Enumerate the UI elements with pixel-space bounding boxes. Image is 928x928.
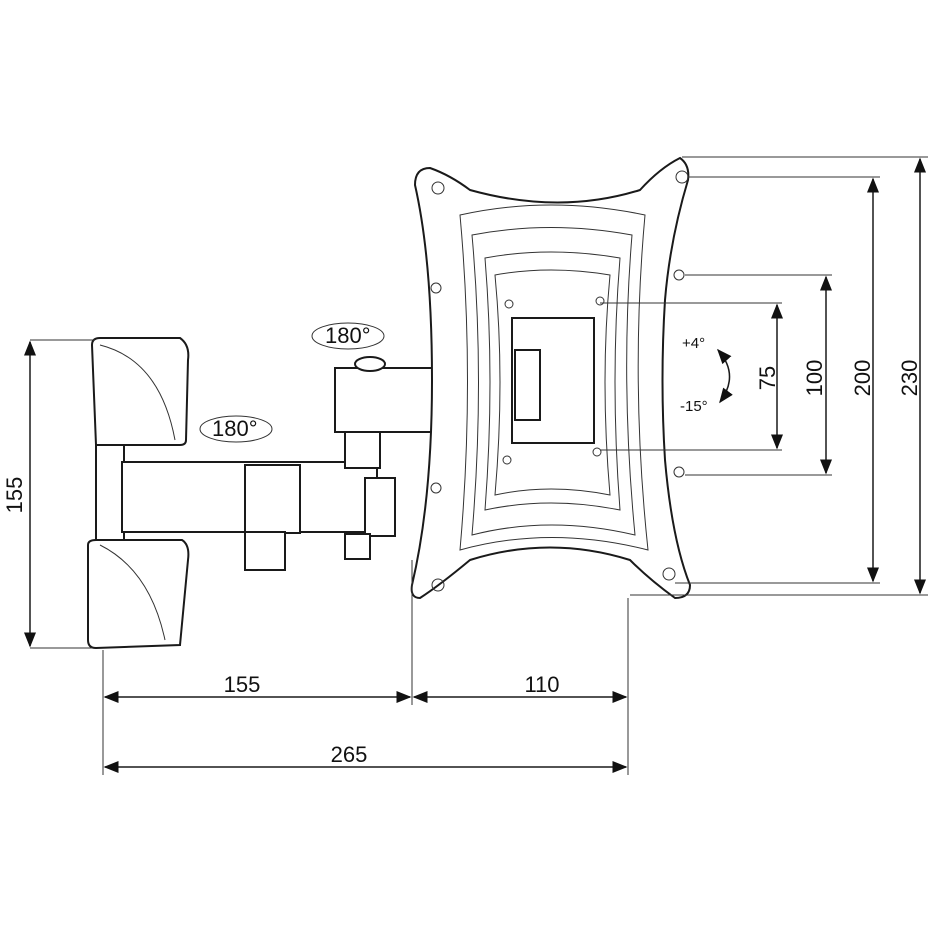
lower-arm [121, 461, 396, 571]
tilt-up-label: +4° [682, 335, 705, 352]
dimension-155-horizontal-label: 155 [224, 672, 261, 697]
tilt-indicator: +4° -15° [680, 335, 733, 415]
dimension-100: 100 [802, 275, 832, 475]
dimension-200: 200 [850, 177, 879, 583]
dimension-200-label: 200 [850, 360, 875, 397]
vesa-plate [410, 156, 692, 600]
dimension-265: 265 [103, 742, 628, 773]
dimension-110-label: 110 [524, 672, 559, 697]
rotation-indicator-upper: 180° [311, 322, 385, 350]
dimension-100-label: 100 [802, 360, 827, 397]
extension-lines [30, 156, 928, 775]
rotation-label-lower: 180° [212, 416, 258, 441]
rotation-label-upper: 180° [325, 323, 371, 348]
wall-plate [87, 337, 190, 650]
rotation-indicator-lower: 180° [199, 415, 273, 443]
tilt-down-label: -15° [680, 398, 708, 415]
dimension-75-label: 75 [755, 366, 780, 390]
dimension-155-horizontal: 155 [103, 672, 412, 703]
dimension-75: 75 [755, 303, 783, 450]
dimension-155-vertical: 155 [2, 340, 36, 648]
dimension-230-label: 230 [897, 360, 922, 397]
dimension-265-label: 265 [331, 742, 368, 767]
upper-arm [334, 356, 446, 469]
dimension-155-vertical-label: 155 [2, 477, 27, 514]
dimension-230: 230 [897, 157, 926, 595]
dimension-110: 110 [412, 672, 628, 703]
